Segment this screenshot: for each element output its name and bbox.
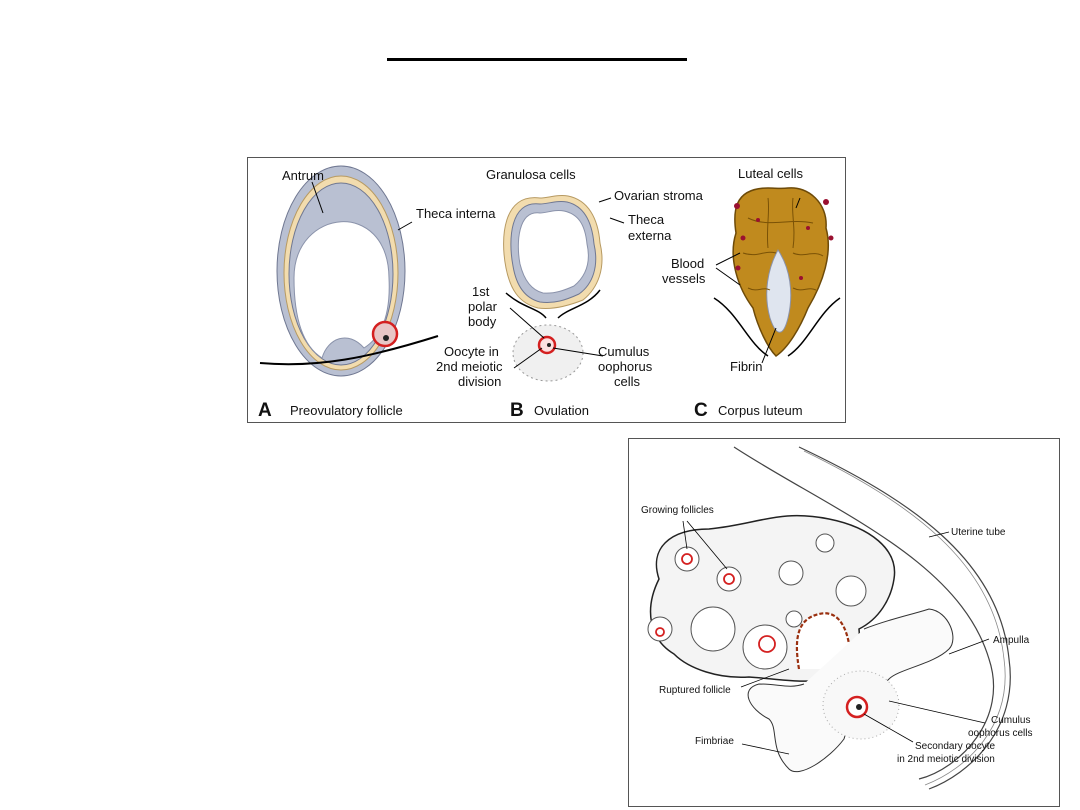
panel-letter-b: B <box>510 400 524 421</box>
label-2nd-meiotic: 2nd meiotic <box>436 359 503 374</box>
label-ruptured-follicle: Ruptured follicle <box>659 685 731 696</box>
label-fibrin: Fibrin <box>730 359 763 374</box>
label-cumulus: Cumulus <box>598 344 650 359</box>
label-theca-interna: Theca interna <box>416 206 496 221</box>
ovary-uterine-tube-svg: Growing follicles Uterine tube Ampulla R… <box>641 446 1032 790</box>
label-1st: 1st <box>472 284 490 299</box>
label-externa: externa <box>628 228 672 243</box>
label-ampulla: Ampulla <box>993 635 1030 646</box>
label-cumulus-line2: oophorus cells <box>968 728 1032 739</box>
label-ovarian-stroma: Ovarian stroma <box>614 188 704 203</box>
preovulatory-follicle-drawing <box>259 165 439 377</box>
label-uterine-tube: Uterine tube <box>951 527 1006 538</box>
ovulation-drawing <box>503 194 625 382</box>
label-cumulus-line1: Cumulus <box>991 715 1030 726</box>
label-growing-follicles: Growing follicles <box>641 505 714 516</box>
oocyte-ring-a <box>371 320 399 348</box>
label-theca: Theca <box>628 212 665 227</box>
label-oocyte-in: Oocyte in <box>444 344 499 359</box>
label-vessels: vessels <box>662 271 706 286</box>
label-secondary-oocyte-line2: in 2nd meiotic division <box>897 754 995 765</box>
caption-ovulation: Ovulation <box>534 403 589 418</box>
label-oophorus: oophorus <box>598 359 653 374</box>
label-body: body <box>468 314 497 329</box>
label-fimbriae: Fimbriae <box>695 736 734 747</box>
caption-preovulatory-follicle: Preovulatory follicle <box>290 403 403 418</box>
label-granulosa-cells: Granulosa cells <box>486 167 576 182</box>
ovary-uterine-tube-figure: Growing follicles Uterine tube Ampulla R… <box>628 438 1060 807</box>
panel-letter-a: A <box>258 400 272 421</box>
label-blood: Blood <box>671 256 704 271</box>
panel-letter-c: C <box>694 400 708 421</box>
follicle-stages-figure: Antrum Theca interna A Preovulatory foll… <box>247 157 846 423</box>
caption-corpus-luteum: Corpus luteum <box>718 403 803 418</box>
label-luteal-cells: Luteal cells <box>738 166 804 181</box>
label-cells: cells <box>614 374 641 389</box>
label-division: division <box>458 374 501 389</box>
label-polar: polar <box>468 299 498 314</box>
follicle-stages-svg: Antrum Theca interna A Preovulatory foll… <box>258 165 841 421</box>
corpus-luteum-drawing <box>713 187 841 364</box>
title-underline <box>387 58 687 61</box>
label-secondary-oocyte-line1: Secondary oocyte <box>915 741 995 752</box>
label-antrum: Antrum <box>282 168 324 183</box>
